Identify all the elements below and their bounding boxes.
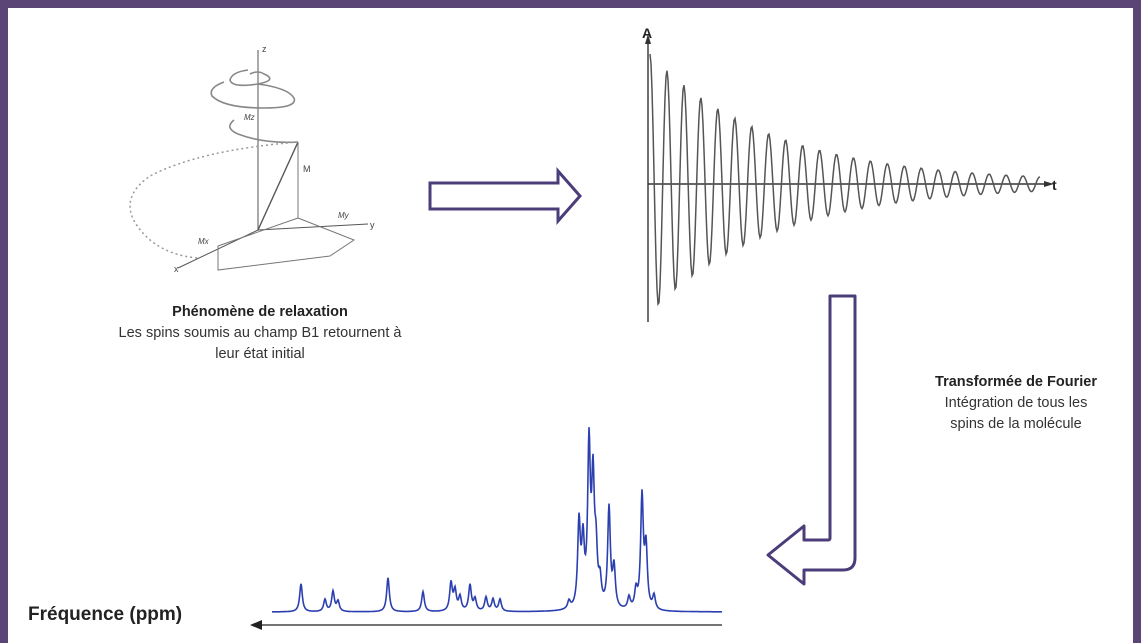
relaxation-caption: Phénomène de relaxation Les spins soumis… [40, 302, 480, 365]
nmr-spectrum [250, 427, 722, 630]
fid-x-label: t [1052, 177, 1057, 193]
fourier-line2: spins de la molécule [950, 416, 1082, 432]
hook-arrow [766, 294, 857, 586]
projection-box [217, 142, 356, 271]
fourier-caption: Transformée de Fourier Intégration de to… [896, 372, 1136, 435]
z-axis-label: z [262, 44, 267, 54]
spectrum-trace [272, 427, 722, 613]
relaxation-3d-sketch: z y x M Mz Mx My [129, 44, 375, 274]
x-axis-label: x [174, 264, 179, 274]
frequency-axis-arrowhead [250, 620, 262, 630]
y-axis [257, 223, 369, 231]
my-label: My [338, 211, 350, 220]
mz-label: Mz [244, 113, 255, 122]
fid-waveform [649, 53, 1041, 307]
fourier-line1: Intégration de tous les [944, 395, 1088, 411]
fid-y-label: A [642, 25, 652, 41]
right-arrow [428, 167, 582, 225]
precession-spiral [210, 69, 299, 144]
mx-label: Mx [198, 237, 210, 246]
y-axis-label: y [370, 220, 375, 230]
relaxation-line2: leur état initial [215, 346, 305, 362]
relaxation-dotted-path [129, 141, 299, 259]
fid-signal: A t [642, 25, 1057, 322]
fourier-title: Transformée de Fourier [935, 374, 1097, 390]
relaxation-line1: Les spins soumis au champ B1 retournent … [118, 325, 402, 341]
magnetization-vector [257, 141, 299, 231]
diagram-canvas [8, 8, 1133, 643]
m-label: M [303, 164, 311, 174]
frequency-axis-label: Fréquence (ppm) [28, 604, 183, 625]
relaxation-title: Phénomène de relaxation [172, 304, 348, 320]
